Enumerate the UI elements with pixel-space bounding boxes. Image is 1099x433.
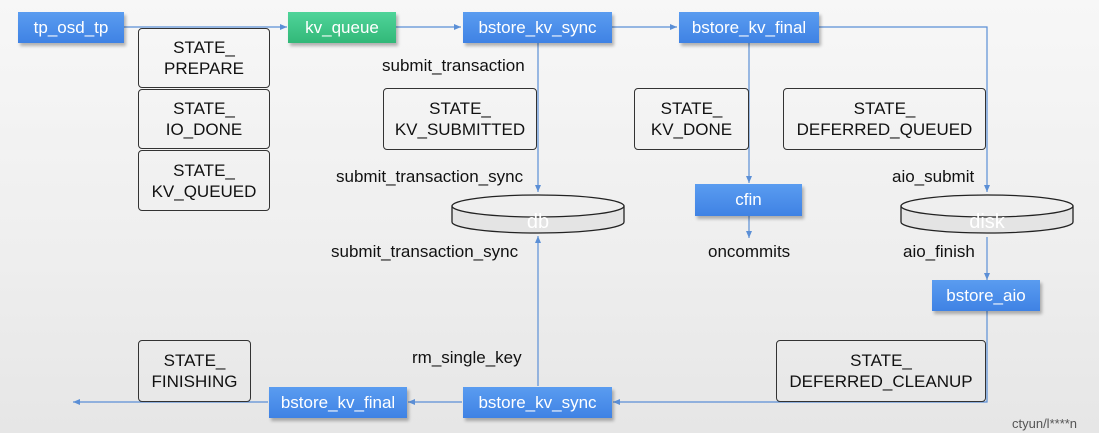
state-kv-queued: STATE_ KV_QUEUED [138,150,270,211]
node-bstore-kv-sync-top[interactable]: bstore_kv_sync [463,12,612,43]
node-bstore-kv-sync-bottom[interactable]: bstore_kv_sync [463,387,612,418]
state-kv-done-line1: STATE_ [660,99,723,118]
arrow-aio-to-kvsync-bottom [613,311,988,405]
state-prepare: STATE_ PREPARE [138,28,270,88]
label-oncommits: oncommits [708,242,791,261]
state-deferred-cleanup: STATE_ DEFERRED_CLEANUP [776,340,986,402]
arrow-kvfinal-to-disk [819,26,990,192]
state-io-done-line1: STATE_ [173,99,235,118]
state-kv-queued-line1: STATE_ [173,160,235,180]
node-bstore-kv-final-bottom[interactable]: bstore_kv_final [269,387,407,418]
state-deferred-cleanup-line1: STATE_ [850,351,912,370]
node-bstore-kv-final-top[interactable]: bstore_kv_final [679,12,819,43]
state-kv-done-line2: KV_DONE [650,120,733,139]
state-finishing: STATE_ FINISHING [138,340,251,402]
node-bstore-aio[interactable]: bstore_aio [932,280,1040,311]
label-aio-finish: aio_finish [903,242,975,261]
state-io-done-line2: IO_DONE [165,120,243,139]
state-deferred-queued: STATE_ DEFERRED_QUEUED [783,88,986,150]
label-submit-transaction-sync-1: submit_transaction_sync [336,167,524,186]
disk-cylinder: disk [900,194,1074,234]
disk-label: disk [969,211,1006,233]
state-kv-queued-line2: KV_QUEUED [151,181,257,201]
state-deferred-queued-line1: STATE_ [853,99,916,118]
state-kv-submitted: STATE_ KV_SUBMITTED [383,88,537,150]
state-io-done: STATE_ IO_DONE [138,89,270,149]
node-kv-queue[interactable]: kv_queue [288,12,396,43]
state-finishing-line1: STATE_ [163,351,226,370]
db-label: db [527,211,549,233]
state-kv-done: STATE_ KV_DONE [634,88,749,150]
state-finishing-line2: FINISHING [151,372,238,391]
label-submit-transaction: submit_transaction [382,56,525,75]
label-rm-single-key: rm_single_key [412,348,522,367]
state-deferred-queued-line2: DEFERRED_QUEUED [796,120,973,139]
db-cylinder: db [451,194,625,234]
label-submit-transaction-sync-2: submit_transaction_sync [331,242,519,261]
node-tp-osd-tp[interactable]: tp_osd_tp [18,12,124,43]
state-prepare-line2: PREPARE [164,59,244,78]
state-kv-submitted-line2: KV_SUBMITTED [394,120,526,139]
label-aio-submit: aio_submit [892,167,975,186]
state-kv-submitted-line1: STATE_ [429,99,491,118]
watermark: ctyun/l****n [1012,416,1078,431]
node-cfin[interactable]: cfin [695,184,802,216]
state-prepare-line1: STATE_ [173,38,235,57]
state-deferred-cleanup-line2: DEFERRED_CLEANUP [789,372,973,391]
